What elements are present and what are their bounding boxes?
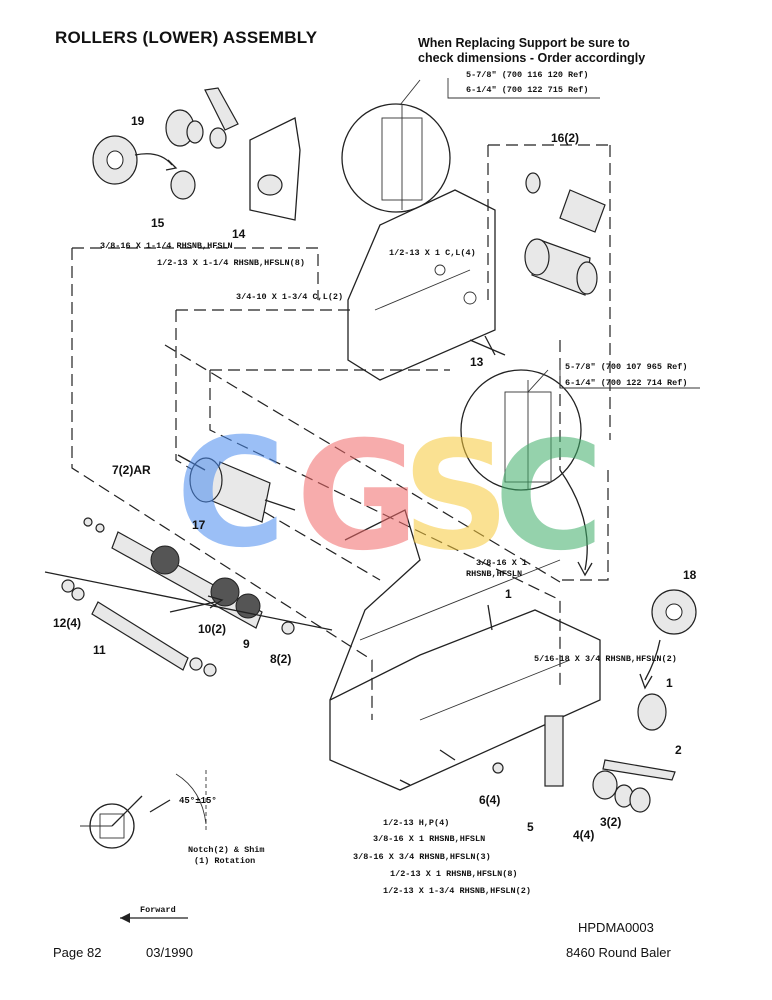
watermark-letter-s: S [402,410,510,584]
hardware-label-7: 1/2-13 H,P(4) [383,818,450,828]
upper-detail-circle [341,103,451,213]
callout-4: 4(4) [573,828,595,842]
callout-8: 8(2) [270,652,292,666]
notch-label-2: (1) Rotation [194,856,256,866]
hardware-label-6: 5/16-18 X 3/4 RHSNB,HFSLN(2) [534,654,677,664]
watermark-letter-c2: C [494,410,604,584]
lower-ref-1: 5-7/8" (700 107 965 Ref) [565,362,688,372]
hardware-label-4: 1/2-13 X 1 C,L(4) [389,248,476,258]
hardware-label-10: 1/2-13 X 1 RHSNB,HFSLN(8) [390,869,518,879]
document-code: HPDMA0003 [578,920,654,935]
callout-13: 13 [470,355,484,369]
callout-6: 6(4) [479,793,501,807]
callout-10: 10(2) [198,622,227,636]
model-name: 8460 Round Baler [566,945,671,960]
revision-date: 03/1990 [146,945,193,960]
hardware-label-9: 3/8-16 X 3/4 RHSNB,HFSLN(3) [353,852,491,862]
forward-label: Forward [140,905,176,915]
page-title: ROLLERS (LOWER) ASSEMBLY [55,28,318,47]
lower-ref-2: 6-1/4" (700 122 714 Ref) [565,378,688,388]
roller-11 [91,601,189,671]
support-note-line1: When Replacing Support be sure to [418,36,630,50]
callout-5: 5 [527,820,534,834]
callout-15: 15 [151,216,165,230]
hardware-label-2: 1/2-13 X 1-1/4 RHSNB,HFSLN(8) [157,258,305,268]
callout-1-upper: 1 [505,587,512,601]
upper-support-plate [347,189,496,381]
callout-11: 11 [93,643,106,657]
top-bracket [249,117,301,221]
hardware-label-11: 1/2-13 X 1-3/4 RHSNB,HFSLN(2) [383,886,531,896]
callout-3: 3(2) [600,815,622,829]
part-16-shaft [559,189,606,233]
dashed-outline-left [71,248,373,720]
notch-label-1: Notch(2) & Shim [188,845,265,855]
callout-14: 14 [232,227,246,241]
upper-ref-2: 6-1/4" (700 122 715 Ref) [466,85,589,95]
page-number: Page 82 [53,945,102,960]
callout-7: 7(2)AR [112,463,151,477]
callout-2: 2 [675,743,682,757]
callout-1-lower: 1 [666,676,673,690]
support-note-line2: check dimensions - Order accordingly [418,51,646,65]
part-15 [170,170,196,200]
watermark-letter-c1: C [176,407,286,581]
callout-19: 19 [131,114,145,128]
part-1-bearing [637,693,667,731]
lower-side-frame [329,609,601,791]
upper-ref-1: 5-7/8" (700 116 120 Ref) [466,70,589,80]
angle-label: 45°±15° [179,796,217,806]
hardware-label-3: 3/4-10 X 1-3/4 C,L(2) [236,292,344,302]
callout-17: 17 [192,518,206,532]
hardware-label-5b: RHSNB,HFSLN [466,569,523,579]
hardware-label-1: 3/8-16 X 1-1/4 RHSNB,HFSLN [100,241,233,251]
callout-9: 9 [243,637,250,651]
watermark-letter-g: G [296,410,419,584]
callout-16: 16(2) [551,131,580,145]
lower-detail-circle [460,369,582,491]
hardware-label-5a: 3/8-16 X 1 [476,558,528,568]
part-2-arm [602,759,676,781]
callout-18: 18 [683,568,697,582]
callout-12: 12(4) [53,616,82,630]
hardware-label-8: 3/8-16 X 1 RHSNB,HFSLN [373,834,486,844]
